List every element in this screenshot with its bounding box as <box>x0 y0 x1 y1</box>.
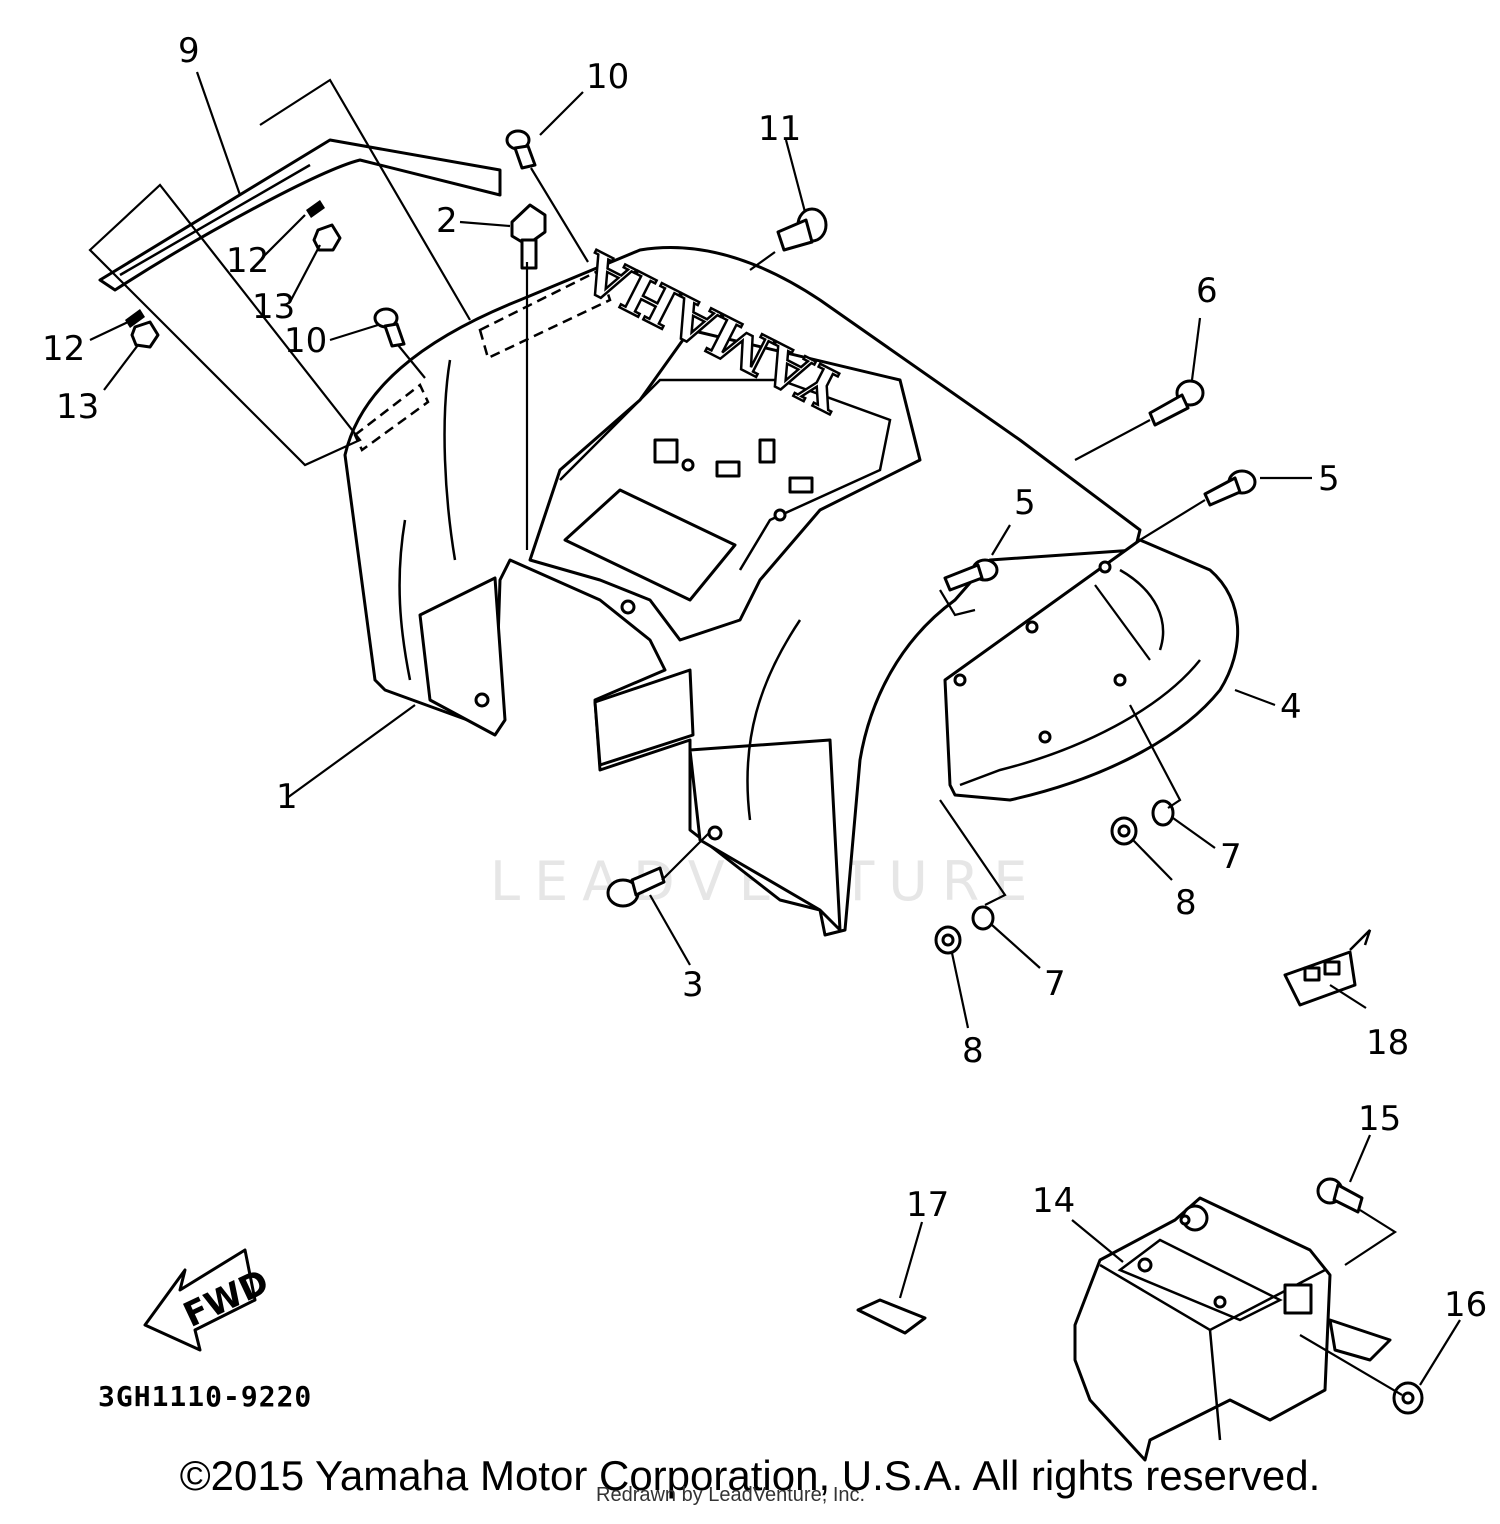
bolt-part-15[interactable] <box>1316 1177 1364 1214</box>
callout-18: 18 <box>1366 1023 1409 1063</box>
screw-part-10b[interactable] <box>373 307 406 348</box>
callout-2: 2 <box>436 201 458 241</box>
callout-1: 1 <box>276 777 298 817</box>
callout-4: 4 <box>1280 687 1302 727</box>
callout-13b: 13 <box>56 387 99 427</box>
nut-part-8b[interactable] <box>934 925 962 955</box>
screw-part-12a[interactable] <box>306 200 325 218</box>
callout-14: 14 <box>1032 1181 1075 1221</box>
pad-part-17[interactable] <box>856 1298 927 1335</box>
bolt-part-2[interactable] <box>510 203 547 270</box>
rear-flap-part-4[interactable] <box>943 538 1240 802</box>
callout-labels: 9 2 10 11 12 13 12 13 10 6 5 5 4 7 8 7 8… <box>42 31 1487 1325</box>
callout-6: 6 <box>1196 271 1218 311</box>
screw-part-10a[interactable] <box>505 129 537 170</box>
nut-part-8a[interactable] <box>1110 816 1138 846</box>
redraw-credit: Redrawn by LeadVenture, Inc. <box>596 1484 866 1506</box>
callout-5b: 5 <box>1318 459 1340 499</box>
bolt-part-6[interactable] <box>1148 379 1205 427</box>
callout-12a: 12 <box>226 241 269 281</box>
callout-13a: 13 <box>252 287 295 327</box>
callout-7b: 7 <box>1044 964 1066 1004</box>
bolt-part-3[interactable] <box>606 866 666 908</box>
nut-part-16[interactable] <box>1392 1381 1424 1415</box>
callout-15: 15 <box>1358 1099 1401 1139</box>
rear-fender-part-1[interactable]: YAMAHA <box>343 236 1142 937</box>
callout-3: 3 <box>682 965 704 1005</box>
clip-part-18[interactable] <box>1283 929 1372 1007</box>
callout-5a: 5 <box>1014 483 1036 523</box>
trim-strip-part-9[interactable] <box>98 138 502 292</box>
bolt-part-5b[interactable] <box>1203 469 1257 507</box>
washer-part-7a[interactable] <box>1151 799 1175 827</box>
callout-11: 11 <box>758 109 801 149</box>
bolt-part-5a[interactable] <box>943 558 999 592</box>
callout-8b: 8 <box>962 1031 984 1071</box>
leader-lines <box>88 71 1461 1396</box>
bolt-part-11[interactable] <box>776 207 828 252</box>
callout-7a: 7 <box>1220 837 1242 877</box>
callout-16: 16 <box>1444 1285 1487 1325</box>
copyright-notice: ©2015 Yamaha Motor Corporation, U.S.A. A… <box>179 1452 1321 1499</box>
callout-10b: 10 <box>284 321 327 361</box>
screw-part-12b[interactable] <box>125 309 145 328</box>
callout-10a: 10 <box>586 57 629 97</box>
callout-12b: 12 <box>42 329 85 369</box>
washer-part-7b[interactable] <box>971 905 995 931</box>
nut-part-13b[interactable] <box>130 320 160 349</box>
callout-8a: 8 <box>1175 883 1197 923</box>
callout-17: 17 <box>906 1185 949 1225</box>
nut-part-13a[interactable] <box>312 223 342 252</box>
fwd-direction-arrow: FWD <box>143 1248 275 1352</box>
diagram-part-number: 3GH1110-9220 <box>98 1380 313 1413</box>
callout-9: 9 <box>178 31 200 71</box>
battery-box-part-14[interactable] <box>1073 1196 1392 1462</box>
